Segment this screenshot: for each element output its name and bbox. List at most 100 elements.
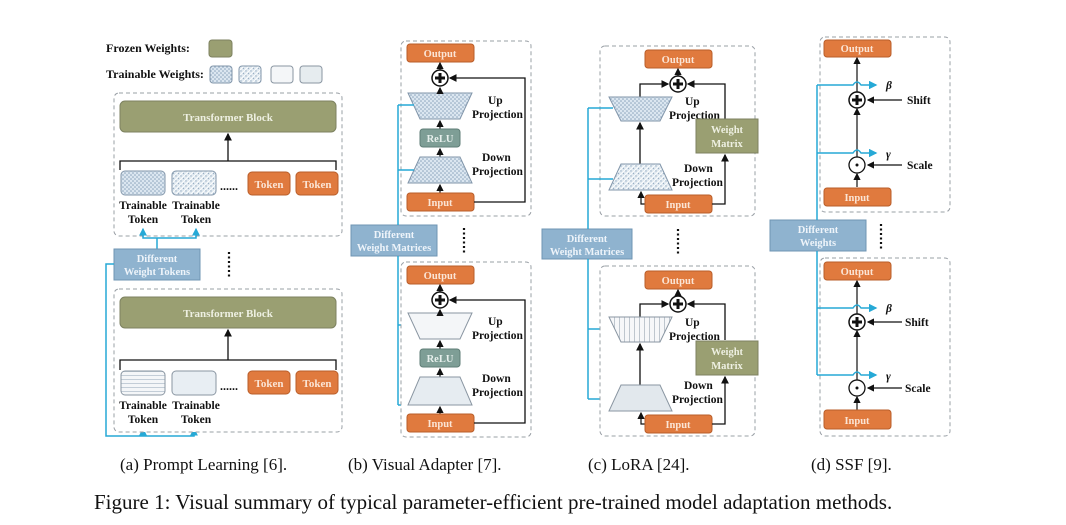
panel-ssf: Output Input Shift Scale β γ Different W…: [769, 36, 951, 437]
trainable-token-2: [171, 170, 217, 196]
scale-label: Scale: [905, 383, 931, 395]
down-projection-label: Projection: [672, 394, 723, 406]
legend-frozen-swatch: [208, 39, 233, 58]
input-label: Input: [665, 200, 691, 211]
different-weight-matrices-box: [350, 224, 438, 257]
transformer-block-top: [119, 100, 337, 133]
relu-box: [419, 348, 461, 368]
caption-prompt-learning: (a) Prompt Learning [6].: [120, 455, 288, 474]
weight-matrix-box: [695, 118, 759, 154]
down-projection-label: Projection: [472, 166, 523, 178]
gamma-symbol: γ: [886, 371, 891, 383]
output-label: Output: [841, 44, 874, 55]
down-projection-label: Down: [482, 152, 511, 164]
legend: Frozen Weights: Trainable Weights:: [106, 39, 323, 84]
token-label: Token: [303, 179, 332, 191]
transformer-block-bottom: [119, 296, 337, 329]
trainable-token-1: [120, 370, 166, 396]
input-label: Input: [427, 419, 453, 430]
ellipsis: ......: [220, 379, 238, 393]
up-projection: [608, 96, 673, 122]
weight-matrix-label: Weight: [711, 347, 744, 358]
ssf-container-top: [819, 36, 951, 213]
up-projection: [407, 92, 473, 120]
down-projection: [407, 156, 473, 184]
legend-trainable-swatch-3: [270, 65, 294, 84]
input-box: [823, 409, 892, 430]
transformer-block-label: Transformer Block: [183, 308, 274, 320]
ellipsis: ......: [220, 179, 238, 193]
down-projection-label: Projection: [672, 177, 723, 189]
output-label: Output: [662, 276, 695, 287]
up-projection-label: Projection: [472, 109, 523, 121]
different-weight-matrices-box: [541, 228, 633, 260]
transformer-block-label: Transformer Block: [183, 112, 274, 124]
trainable-token-label: Token: [181, 414, 212, 426]
up-projection-label: Projection: [472, 330, 523, 342]
legend-trainable-swatch-2: [238, 65, 262, 84]
input-label: Input: [844, 193, 870, 204]
trainable-token-2: [171, 370, 217, 396]
caption-ssf: (d) SSF [9].: [811, 455, 892, 474]
token-label: Token: [255, 179, 284, 191]
output-label: Output: [424, 49, 457, 60]
output-label: Output: [424, 271, 457, 282]
weight-matrix-label: Matrix: [711, 139, 743, 150]
caption-visual-adapter: (b) Visual Adapter [7].: [348, 455, 502, 474]
panel-lora: Output Up Projection Weight Matrix Down …: [541, 45, 759, 437]
token-box: [295, 171, 339, 196]
trainable-token-label: Token: [181, 214, 212, 226]
token-box: [247, 370, 291, 395]
trainable-token-label: Token: [128, 214, 159, 226]
down-projection-label: Projection: [472, 387, 523, 399]
up-projection-label: Up: [488, 95, 503, 107]
shift-label: Shift: [905, 317, 929, 329]
weights-box-label: Weights: [800, 238, 836, 249]
weights-box-label: Weight Tokens: [124, 267, 190, 278]
weights-box-label: Weight Matrices: [357, 243, 431, 254]
beta-symbol: β: [885, 80, 892, 92]
weight-matrix-label: Weight: [711, 125, 744, 136]
weight-matrix-label: Matrix: [711, 361, 743, 372]
weights-box-label: Different: [798, 225, 839, 236]
input-label: Input: [427, 198, 453, 209]
weights-box-label: Weight Matrices: [550, 247, 624, 258]
up-projection-label: Up: [488, 316, 503, 328]
relu-label: ReLU: [427, 134, 454, 145]
relu-label: ReLU: [427, 354, 454, 365]
down-projection: [608, 384, 673, 412]
weights-box-label: Different: [137, 254, 178, 265]
input-label: Input: [665, 420, 691, 431]
figure-caption: Figure 1: Visual summary of typical para…: [94, 490, 893, 514]
panel-visual-adapter: Output Up Projection ReLU Down Projectio…: [350, 40, 532, 438]
legend-frozen-label: Frozen Weights:: [106, 41, 190, 55]
down-projection-label: Down: [684, 163, 713, 175]
token-label: Token: [303, 378, 332, 390]
beta-symbol: β: [885, 303, 892, 315]
token-box: [247, 171, 291, 196]
trainable-token-1: [120, 170, 166, 196]
up-projection-label: Projection: [669, 331, 720, 343]
trainable-token-label: Trainable: [172, 200, 220, 212]
panel-prompt-learning: Transformer Block ...... Token Token Tra…: [105, 92, 343, 437]
shift-label: Shift: [907, 95, 931, 107]
legend-trainable-swatch-1: [209, 65, 233, 84]
gamma-symbol: γ: [886, 149, 891, 161]
trainable-token-label: Trainable: [172, 400, 220, 412]
trainable-token-label: Trainable: [119, 400, 167, 412]
scale-label: Scale: [907, 160, 933, 172]
up-projection: [407, 312, 473, 340]
up-projection-label: Up: [685, 96, 700, 108]
output-label: Output: [662, 55, 695, 66]
ssf-container-bottom: [819, 257, 951, 437]
token-label: Token: [255, 378, 284, 390]
different-weight-tokens-box: [113, 248, 201, 281]
token-box: [295, 370, 339, 395]
trainable-token-label: Token: [128, 414, 159, 426]
up-projection-label: Up: [685, 317, 700, 329]
legend-trainable-label: Trainable Weights:: [106, 67, 204, 81]
adapter-container-top: [400, 40, 532, 217]
down-projection: [407, 376, 473, 406]
input-label: Input: [844, 416, 870, 427]
